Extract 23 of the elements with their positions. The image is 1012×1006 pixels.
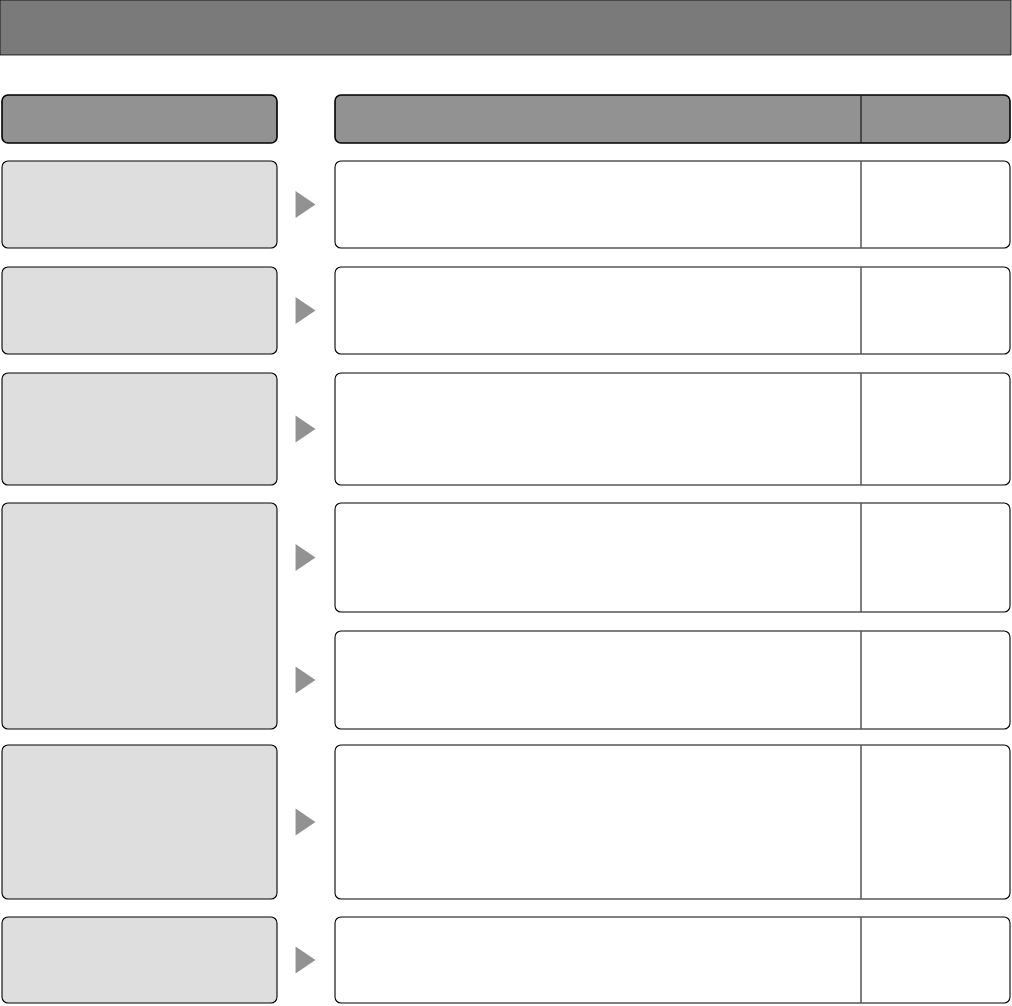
rounded-box: [1, 160, 278, 249]
triangle-arrow: [295, 544, 316, 571]
rounded-box: [1, 916, 278, 1004]
triangle-arrow: [295, 191, 316, 218]
split-box: [334, 160, 1011, 249]
triangle-arrow: [295, 808, 316, 836]
rounded-box: [1, 502, 278, 730]
triangle-arrow: [295, 415, 316, 443]
rounded-box: [1, 266, 278, 355]
split-box: [334, 266, 1011, 355]
split-box: [334, 502, 1011, 613]
triangle-arrow: [295, 946, 316, 974]
rounded-box: [1, 744, 278, 900]
triangle-arrow: [295, 666, 316, 694]
split-box: [334, 372, 1011, 486]
column-header-box: [334, 94, 1011, 144]
rounded-box: [1, 372, 278, 486]
split-box: [334, 630, 1011, 730]
column-header-box: [1, 94, 278, 144]
triangle-arrow: [295, 297, 316, 324]
split-box: [334, 916, 1011, 1004]
header-bar: [0, 0, 1012, 56]
split-box: [334, 744, 1011, 900]
